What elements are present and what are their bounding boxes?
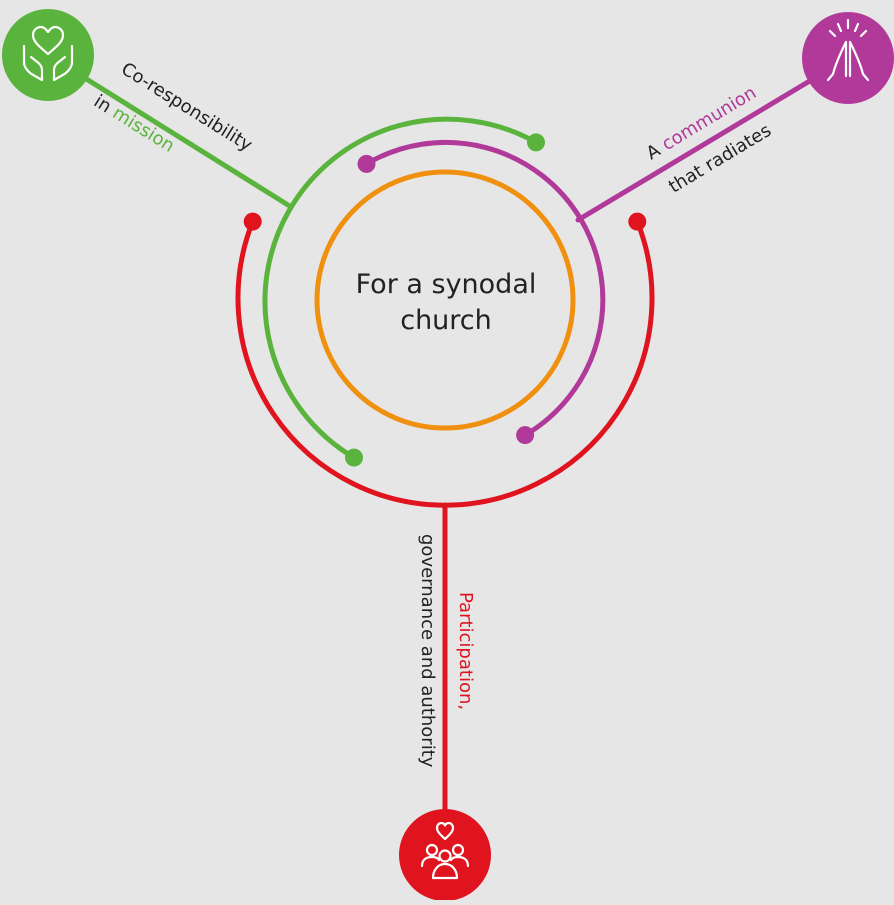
center-title-line1: For a synodal (356, 269, 537, 300)
green-arc-end-dot-top (527, 133, 545, 152)
participation-label-line2: governance and authority (417, 534, 438, 768)
participation-label: Participation, governance and authority (417, 534, 476, 768)
praying-hands-icon (802, 12, 894, 104)
red-arc-end-dot-right (628, 212, 647, 231)
purple-arc-end-dot-top (357, 154, 376, 173)
red-arc (235, 219, 655, 508)
center-title-line2: church (400, 305, 492, 336)
green-connector-line (45, 52, 291, 208)
green-arc-end-dot-bottom (345, 448, 363, 467)
purple-arc-end-dot-bottom (516, 426, 535, 445)
green-arc (262, 116, 539, 461)
people-group-heart-icon (399, 809, 491, 901)
participation-label-line1: Participation, (455, 592, 476, 710)
hands-holding-heart-icon (2, 9, 94, 101)
purple-connector-line (575, 55, 851, 223)
red-arc-end-dot-left (243, 212, 262, 231)
orange-inner-circle (314, 169, 576, 431)
purple-arc (364, 139, 606, 438)
